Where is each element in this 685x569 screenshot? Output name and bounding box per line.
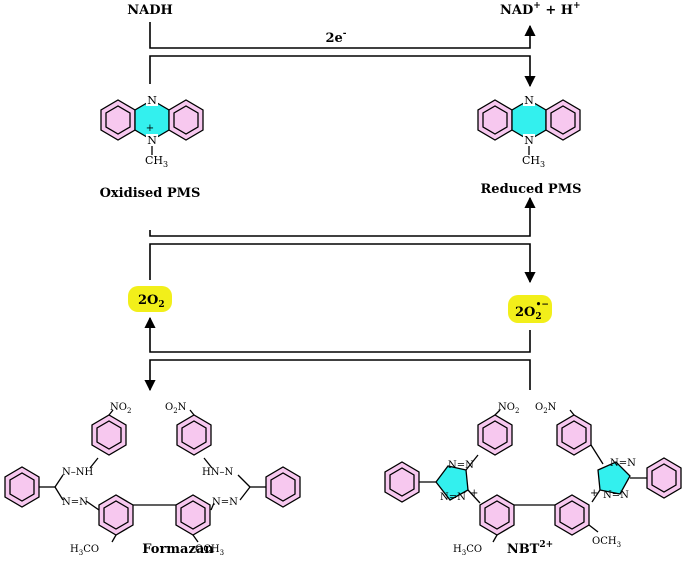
phenyl-ring bbox=[646, 457, 682, 499]
nitrogen-atom: N bbox=[524, 134, 534, 147]
electrons-label: 2e- bbox=[325, 29, 346, 46]
tetrazole-nitrogens: N=N bbox=[610, 458, 636, 469]
tetrazolium-ring bbox=[435, 465, 469, 501]
methyl-group: CH3 bbox=[522, 154, 545, 169]
nitrogen-atom: N bbox=[147, 94, 157, 107]
nad-plus-label: NAD+ + H+ bbox=[500, 1, 581, 18]
aromatic-ring bbox=[545, 99, 581, 141]
oxygen-to-superoxide-arrow bbox=[149, 243, 536, 284]
methoxy-group: H3CO bbox=[453, 544, 482, 557]
methoxy-group: OCH3 bbox=[195, 544, 224, 557]
positive-charge: + bbox=[470, 488, 478, 499]
biphenyl-ring bbox=[175, 494, 211, 536]
aromatic-ring bbox=[168, 99, 204, 141]
tetrazole-nitrogens: N=N bbox=[448, 460, 474, 471]
azo-group: N=N bbox=[212, 497, 238, 508]
nbt-molecule: N=N N=N + NO2 H3CO OCH3 O2N N=N N=N + bbox=[384, 402, 682, 557]
methyl-group: CH3 bbox=[145, 154, 168, 169]
methoxy-group: OCH3 bbox=[592, 536, 621, 549]
svg-text:2O2: 2O2 bbox=[138, 293, 165, 310]
nitro-group: O2N bbox=[535, 402, 557, 415]
superoxide-badge: 2O2•− bbox=[508, 295, 552, 323]
oxygen-badge: 2O2 bbox=[128, 286, 172, 312]
tetrazole-nitrogens: N=N bbox=[603, 490, 629, 501]
nitrogen-atom: N bbox=[524, 94, 534, 107]
electron-transfer-arrow bbox=[149, 55, 536, 88]
biphenyl-ring bbox=[98, 494, 134, 536]
oxidised-pms-label: Oxidised PMS bbox=[100, 186, 201, 201]
phenyl-ring bbox=[265, 466, 301, 508]
nitrogen-atom: N bbox=[147, 134, 157, 147]
oxidised-pms-molecule: N N + CH3 bbox=[100, 94, 204, 169]
formazan-molecule: N–NH N=N NO2 H3CO OCH3 O2N HN–N N=N bbox=[4, 402, 301, 557]
methoxy-group: H3CO bbox=[70, 544, 99, 557]
phenyl-ring bbox=[4, 466, 40, 508]
superoxide-to-oxygen-arrow bbox=[144, 316, 531, 353]
nitro-group: NO2 bbox=[498, 402, 519, 415]
reduced-pms-label: Reduced PMS bbox=[481, 182, 582, 197]
tetrazole-nitrogens: N=N bbox=[440, 492, 466, 503]
nbt-label: NBT2+ bbox=[507, 540, 553, 557]
nitro-group: O2N bbox=[165, 402, 187, 415]
svg-text:2O2•−: 2O2•− bbox=[515, 300, 549, 322]
reduced-pms-molecule: N N CH3 bbox=[477, 94, 581, 169]
azo-group: N=N bbox=[62, 497, 88, 508]
hydrazone-group: N–NH bbox=[62, 467, 94, 478]
nadh-label: NADH bbox=[127, 3, 173, 18]
positive-charge: + bbox=[146, 123, 154, 134]
phenyl-ring bbox=[384, 461, 420, 503]
formazan-label: Formazan bbox=[142, 542, 214, 557]
nitro-group: NO2 bbox=[110, 402, 131, 415]
pms-to-reduced-arrow bbox=[149, 196, 536, 237]
biphenyl-ring bbox=[479, 494, 515, 536]
positive-charge: + bbox=[590, 488, 598, 499]
nadh-to-nad-arrow bbox=[149, 22, 536, 49]
nbt-to-formazan-arrow bbox=[144, 359, 531, 392]
hydrazone-group: HN–N bbox=[202, 467, 233, 478]
tetrazolium-ring bbox=[597, 461, 631, 495]
